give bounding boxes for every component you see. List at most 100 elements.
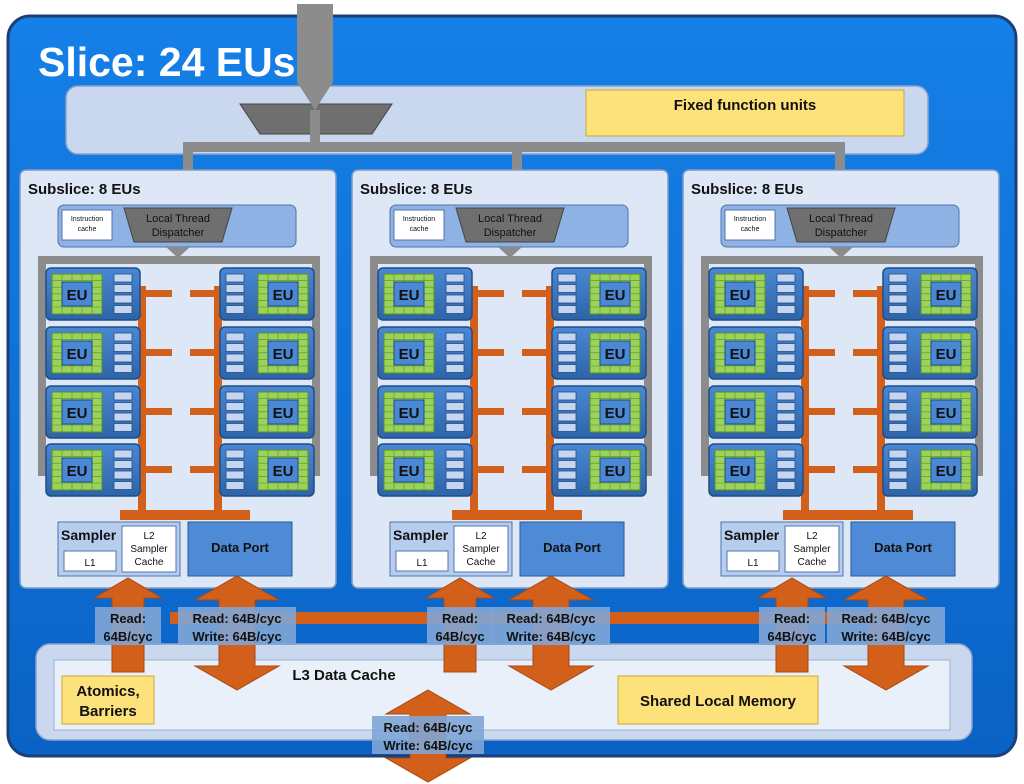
eu-block: EU (377, 385, 473, 439)
eu-link (853, 408, 889, 415)
eu-label: EU (605, 463, 626, 480)
eu-label-box (724, 340, 756, 366)
eu-label-box (267, 340, 299, 366)
eu-link (190, 349, 226, 356)
eu-label-box (599, 281, 631, 307)
eu-unit (557, 412, 577, 422)
fixed-function-label: Fixed function units (674, 97, 817, 114)
l2-sampler-cache-box (453, 525, 509, 573)
eu-label-box (267, 457, 299, 483)
sampler-read-label: Read:64B/cyc (95, 607, 161, 645)
eu-block: EU (551, 267, 647, 321)
eu-block: EU (45, 267, 141, 321)
instruction-cache-label: cache (78, 226, 97, 233)
eu-unit (888, 470, 908, 480)
eu-label: EU (399, 346, 420, 363)
sampler-read-label: Read:64B/cyc (427, 607, 493, 645)
dispatcher-label: Local Thread (809, 213, 873, 225)
eu-link (190, 290, 226, 297)
eu-unit (445, 273, 465, 283)
eu-block: EU (377, 443, 473, 497)
eu-block: EU (708, 267, 804, 321)
data-port-label: Data Port (874, 540, 932, 555)
eu-bus-left (138, 286, 146, 514)
eu-unit (776, 449, 796, 459)
eu-unit (113, 332, 133, 342)
eu-label-box (393, 399, 425, 425)
eu-label: EU (605, 405, 626, 422)
eu-link (795, 290, 835, 297)
sampler-read-label: Read:64B/cyc (759, 607, 825, 645)
eu-unit (445, 343, 465, 352)
eu-link (795, 466, 835, 473)
dispatcher-label: Dispatcher (484, 227, 537, 239)
eu-label-box (724, 281, 756, 307)
eu-bus-bottom (120, 510, 250, 520)
bandwidth-label-bg (759, 607, 825, 645)
eu-unit (557, 481, 577, 490)
eu-link (190, 408, 226, 415)
eu-unit (888, 449, 908, 459)
eu-unit (225, 364, 245, 373)
eu-link (853, 290, 889, 297)
eu-unit (445, 481, 465, 490)
l2-label: L2 (143, 531, 155, 542)
eu-unit (225, 332, 245, 342)
eu-unit (888, 391, 908, 401)
sampler-label: Sampler (61, 527, 117, 543)
feed-right (644, 256, 652, 476)
data-port-box (187, 521, 293, 577)
eu-unit (776, 284, 796, 293)
eu-unit (113, 470, 133, 480)
atomics-line-1: Atomics, (76, 683, 139, 700)
data-port-box (850, 521, 956, 577)
bandwidth-line: Write: 64B/cyc (841, 629, 930, 644)
eu-unit (888, 481, 908, 490)
l3-title: L3 Data Cache (292, 667, 395, 684)
eu-unit (776, 470, 796, 480)
eu-unit (113, 412, 133, 422)
instruction-cache-box (61, 209, 113, 241)
eu-label: EU (67, 346, 88, 363)
eu-label: EU (67, 463, 88, 480)
bandwidth-line: Write: 64B/cyc (506, 629, 595, 644)
eu-unit (557, 273, 577, 283)
bandwidth-label-bg (492, 607, 610, 645)
eu-label: EU (273, 346, 294, 363)
l1-label: L1 (747, 558, 759, 569)
dispatcher-shape (786, 207, 896, 243)
eu-block: EU (377, 267, 473, 321)
eu-link (795, 349, 835, 356)
bandwidth-line: 64B/cyc (103, 629, 152, 644)
l2-label: L2 (475, 531, 487, 542)
eu-unit (888, 412, 908, 422)
dispatcher-label: Local Thread (146, 213, 210, 225)
atomics-box (61, 675, 155, 725)
eu-unit (776, 332, 796, 342)
eu-label-box (724, 457, 756, 483)
eu-unit (888, 305, 908, 314)
eu-label-box (61, 457, 93, 483)
eu-unit (776, 412, 796, 422)
eu-unit (888, 460, 908, 469)
eu-unit (557, 364, 577, 373)
slm-label: Shared Local Memory (640, 693, 797, 710)
eu-unit (888, 284, 908, 293)
eu-link (132, 290, 172, 297)
eu-block: EU (219, 326, 315, 380)
eu-block: EU (708, 326, 804, 380)
eu-unit (445, 305, 465, 314)
dispatcher-label: Local Thread (478, 213, 542, 225)
instruction-cache-label: cache (741, 226, 760, 233)
bandwidth-label-bg (95, 607, 161, 645)
eu-link (132, 408, 172, 415)
eu-unit (445, 332, 465, 342)
eu-label: EU (730, 287, 751, 304)
feed-bar (370, 256, 652, 264)
feed-arrow (829, 247, 853, 258)
instruction-cache-label: Instruction (734, 216, 766, 223)
feed-arrow (498, 247, 522, 258)
eu-unit (557, 402, 577, 411)
bandwidth-line: 64B/cyc (767, 629, 816, 644)
eu-label-box (599, 457, 631, 483)
